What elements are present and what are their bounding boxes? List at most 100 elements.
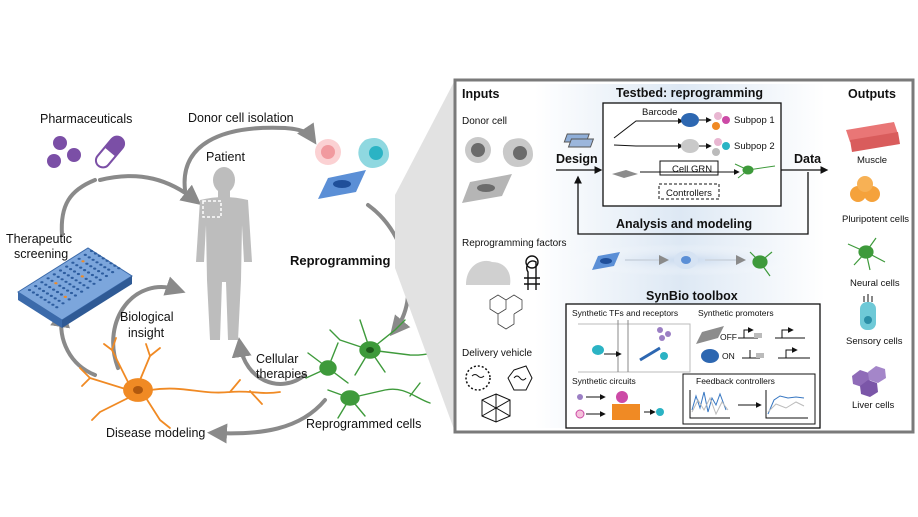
plate-well <box>80 290 84 293</box>
donor-cell-label: Donor cell <box>462 116 507 127</box>
plate-well <box>46 277 50 280</box>
outputs-title: Outputs <box>848 87 896 101</box>
tissue-biopsy-marker <box>202 200 222 218</box>
biological-insight-label-1: Biological <box>120 310 174 324</box>
plate-well <box>86 271 91 274</box>
plate-well <box>57 299 61 302</box>
plate-well <box>35 293 39 296</box>
cellular-therapies-label-2: therapies <box>256 367 307 381</box>
testbed-title: Testbed: reprogramming <box>616 86 763 100</box>
design-label: Design <box>556 152 598 166</box>
plate-well <box>111 271 115 274</box>
plate-well <box>61 302 65 305</box>
biological-insight-label-2: insight <box>128 326 165 340</box>
reprogramming-label: Reprogramming <box>290 253 390 268</box>
data-label: Data <box>794 152 822 166</box>
plate-well <box>60 278 64 281</box>
synthetic-tfs-label: Synthetic TFs and receptors <box>572 308 678 318</box>
plate-well <box>71 261 75 264</box>
plate-well <box>70 276 74 279</box>
plate-well <box>76 288 80 291</box>
plate-well <box>73 294 77 297</box>
plate-well <box>58 269 63 272</box>
plate-well <box>41 289 46 293</box>
plate-well <box>103 266 107 269</box>
plate-well <box>64 280 68 283</box>
plate-well <box>97 270 101 273</box>
off-label: OFF <box>720 332 737 342</box>
plate-well <box>75 264 79 267</box>
capsid-icon <box>481 393 511 423</box>
plate-well <box>93 252 97 255</box>
plate-well <box>52 273 56 276</box>
synthetic-promoters-label: Synthetic promoters <box>698 308 774 318</box>
plate-well <box>40 281 44 284</box>
plate-well <box>89 265 93 268</box>
plate-well <box>85 262 89 265</box>
cell-stack-icon <box>563 133 595 148</box>
pluripotent-icon <box>850 176 880 202</box>
muscle-icon <box>846 122 900 152</box>
plasmid-icon <box>507 365 533 391</box>
synbio-title: SynBio toolbox <box>646 289 738 303</box>
plate-well <box>55 306 59 309</box>
plate-well <box>105 259 109 262</box>
neural-icon <box>847 237 886 271</box>
plate-well <box>62 271 66 275</box>
plate-well <box>94 276 98 279</box>
plate-well <box>117 267 121 270</box>
pharmaceuticals-group: Pharmaceuticals <box>40 112 132 169</box>
plate-well <box>52 288 56 291</box>
plate-well <box>68 283 72 286</box>
plate-well <box>100 272 105 275</box>
pluripotent-label: Pluripotent cells <box>842 214 909 225</box>
neural-label: Neural cells <box>850 278 900 289</box>
analysis-modeling-label: Analysis and modeling <box>616 217 752 231</box>
plate-well <box>63 295 67 298</box>
plate-well <box>92 282 96 285</box>
plate-well <box>44 283 48 286</box>
zoom-connector <box>395 80 455 432</box>
liver-label: Liver cells <box>852 400 894 411</box>
plate-well <box>86 286 90 289</box>
reprogrammed-cells-label: Reprogrammed cells <box>306 417 421 431</box>
pill-dot-icon <box>47 154 61 168</box>
plate-well <box>58 284 62 287</box>
controllers-label: Controllers <box>666 188 712 199</box>
therapeutic-label-1: Therapeutic <box>6 232 72 246</box>
delivery-vehicle-label: Delivery vehicle <box>462 348 532 359</box>
plate-well <box>83 269 87 272</box>
cell-grn-label: Cell GRN <box>672 164 712 175</box>
reprogramming-factors-label: Reprogramming factors <box>462 238 566 249</box>
muscle-label: Muscle <box>857 155 887 166</box>
plate-well <box>72 285 76 288</box>
plate-well <box>83 253 87 256</box>
well-plate-icon <box>17 247 133 328</box>
protein-icon <box>466 260 511 285</box>
patient-label: Patient <box>206 150 245 164</box>
on-label: ON <box>722 351 735 361</box>
plate-well <box>31 291 35 294</box>
plate-well <box>76 272 80 276</box>
orange-neuron-icon <box>79 337 281 429</box>
sensory-label: Sensory cells <box>846 336 903 347</box>
progression-row <box>565 244 805 277</box>
plate-well <box>65 265 69 268</box>
inputs-title: Inputs <box>462 87 500 101</box>
barcode-label: Barcode <box>642 107 677 118</box>
plate-well <box>80 275 84 278</box>
green-neurons-icon <box>305 319 456 419</box>
plate-well <box>82 284 86 287</box>
plate-well <box>67 298 71 301</box>
plate-well <box>113 264 117 267</box>
plate-well <box>62 287 66 290</box>
rna-hairpin-icon <box>524 255 540 290</box>
plate-well <box>74 279 78 282</box>
plate-well <box>90 273 94 277</box>
outputs-column: Outputs Muscle Pluripotent cells Neural … <box>842 87 909 411</box>
plate-well <box>66 274 70 277</box>
plate-well <box>38 287 42 290</box>
inputs-column: Inputs Donor cell Reprogramming factors … <box>462 87 566 423</box>
plate-well <box>87 256 91 259</box>
receptor-icon <box>592 345 604 355</box>
